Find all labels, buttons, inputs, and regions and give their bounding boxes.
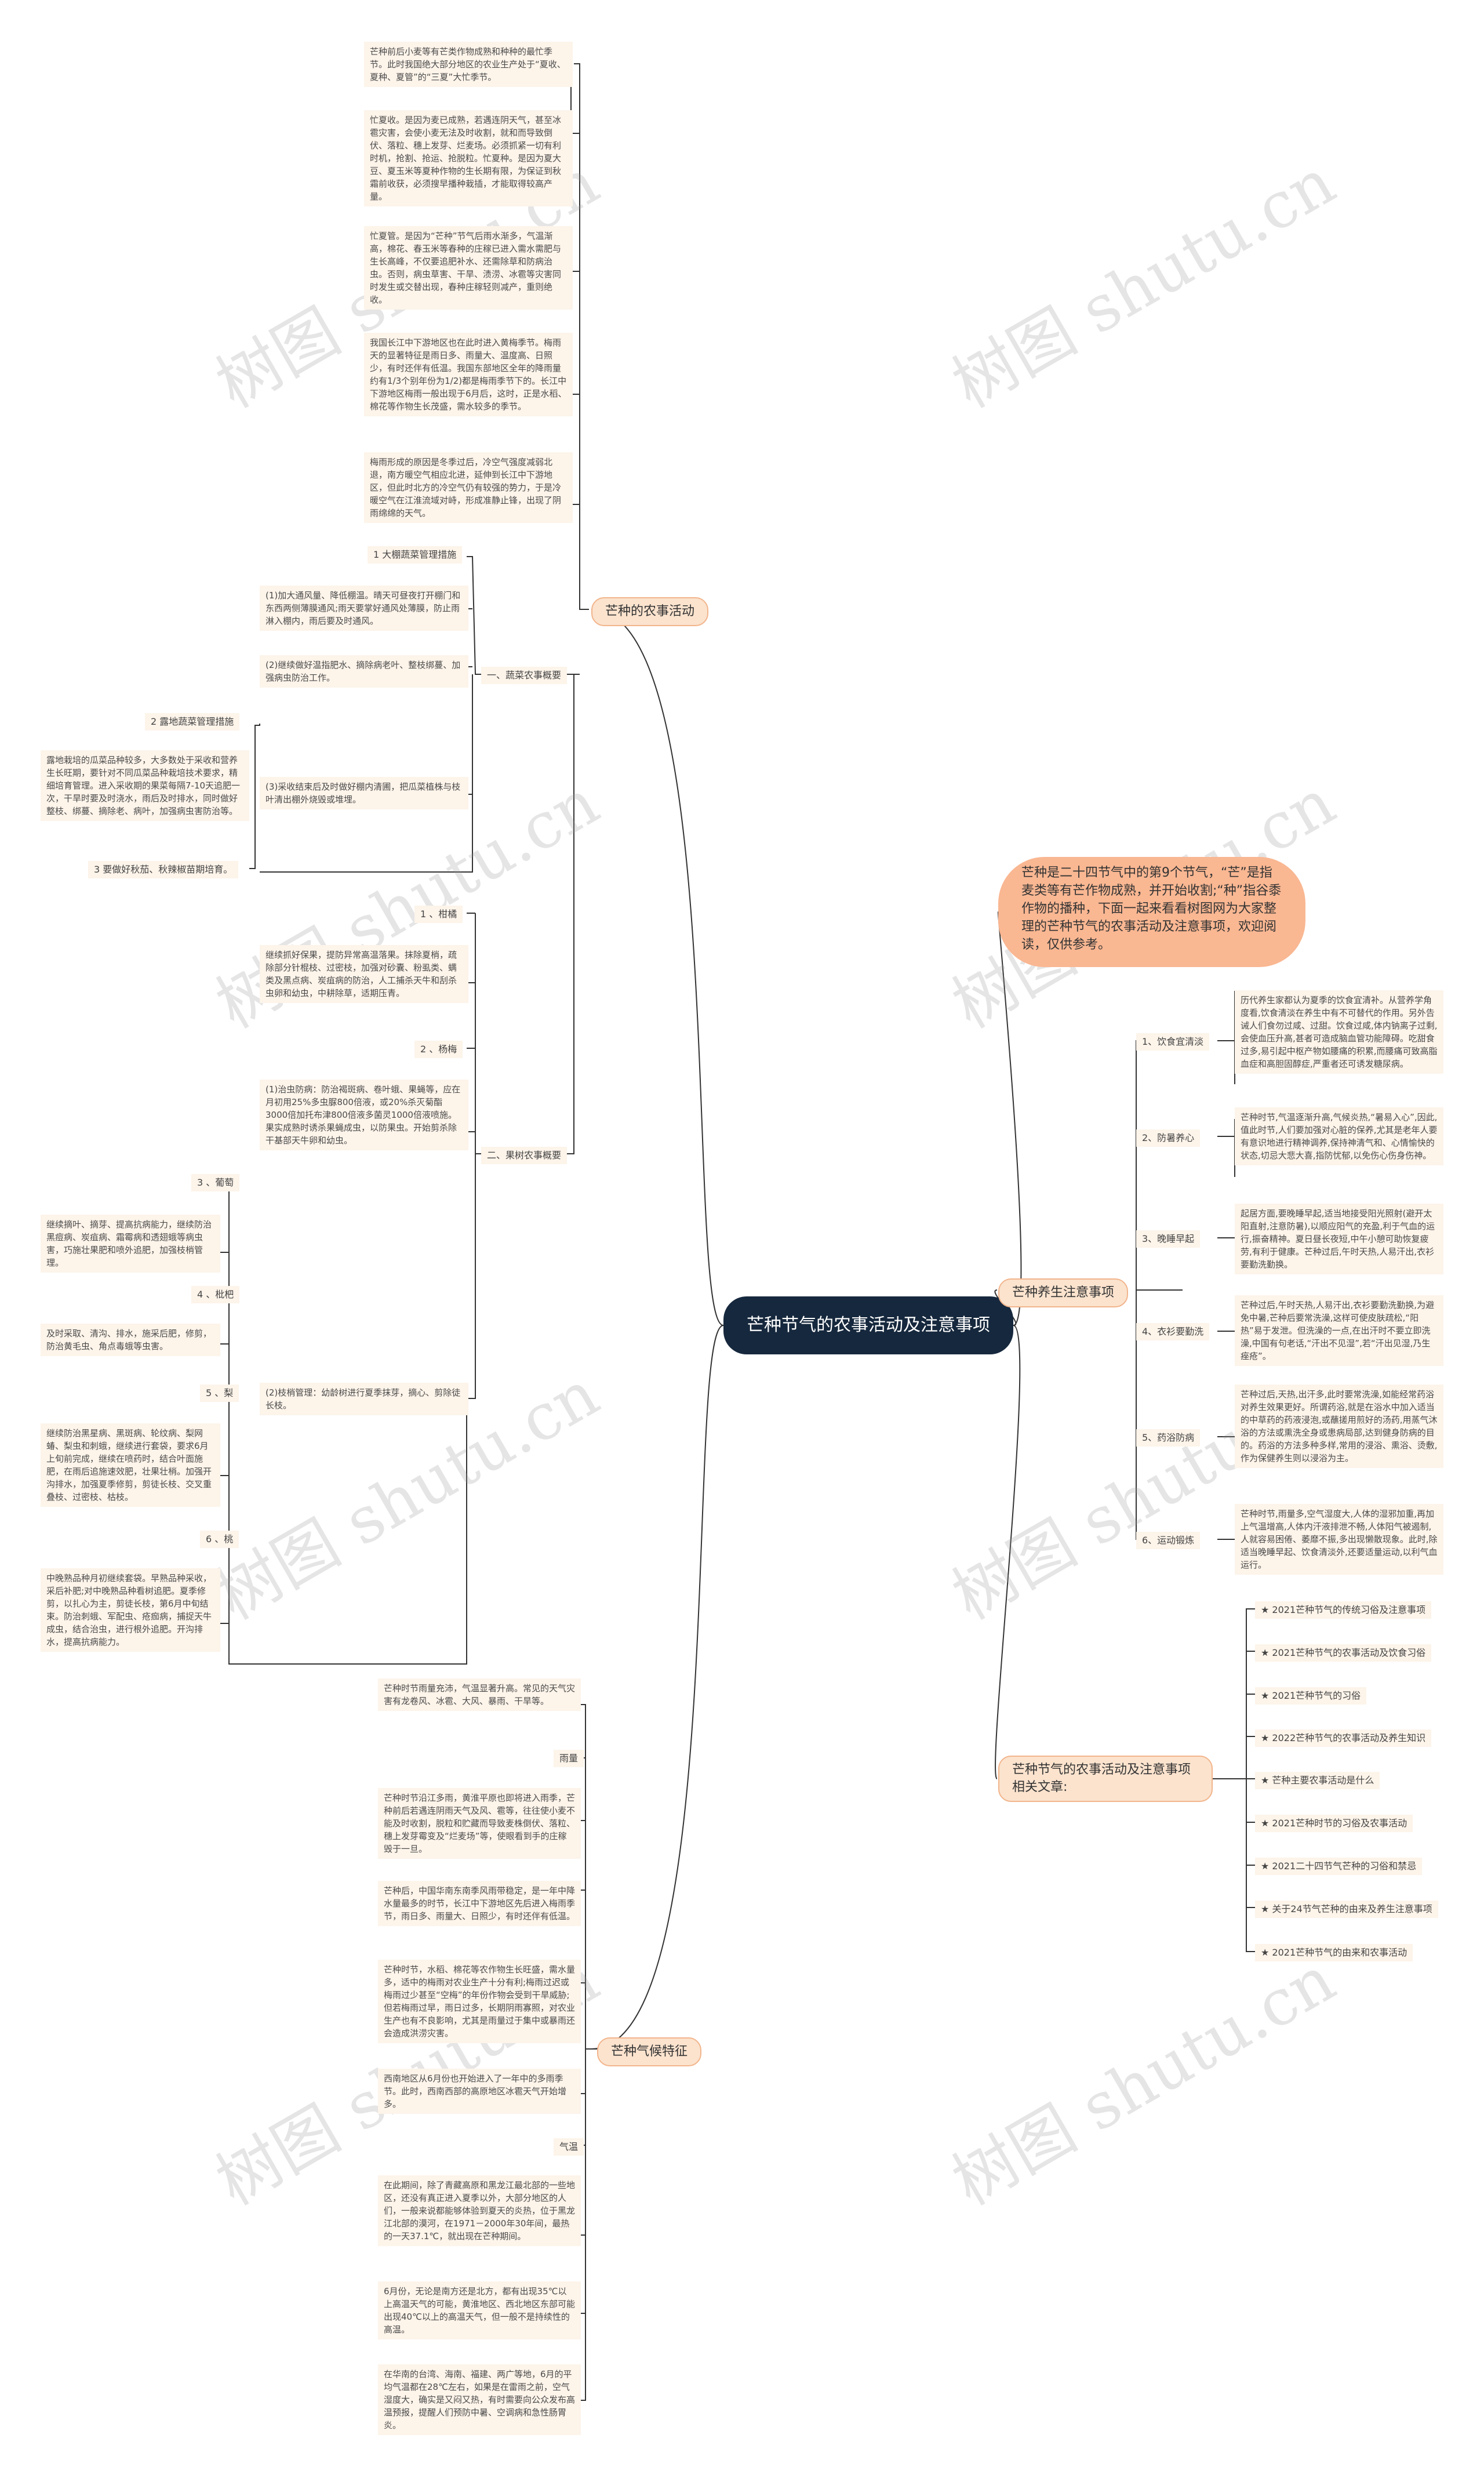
climate-text: 6月份，无论是南方还是北方，都有出现35℃以上高温天气的可能，黄淮地区、西北地区… — [378, 2281, 581, 2339]
farm-paragraph: 芒种前后小麦等有芒类作物成熟和种种的最忙季节。此时我国绝大部分地区的农业生产处于… — [364, 42, 573, 87]
fruit-peach[interactable]: 6 、桃 — [200, 1531, 239, 1548]
health-clothes-text: 芒种过后,午时天热,人易汗出,衣衫要勤洗勤换,为避免中暑,芒种后要常洗澡,这样可… — [1235, 1295, 1443, 1366]
article-link[interactable]: ★ 2021芒种节气的由来和农事活动 — [1255, 1944, 1413, 1961]
health-clothes[interactable]: 4、衣衫要勤洗 — [1136, 1323, 1210, 1340]
farm-paragraph: 忙夏管。是因为“芒种”节气后雨水渐多，气温渐高，棉花、春玉米等春种的庄稼已进入需… — [364, 226, 573, 310]
climate-text: 西南地区从6月份也开始进入了一年中的多雨季节。此时，西南西部的高原地区冰雹天气开… — [378, 2069, 581, 2114]
intro-node[interactable]: 芒种是二十四节气中的第9个节气，“芒”是指麦类等有芒作物成熟，并开始收割;“种”… — [998, 857, 1305, 967]
climate-text: 在华南的台湾、海南、福建、两广等地，6月的平均气温都在28℃左右，如果是在雷雨之… — [378, 2364, 581, 2435]
article-link[interactable]: ★ 芒种主要农事活动是什么 — [1255, 1772, 1380, 1789]
article-link[interactable]: ★ 2021芒种节气的传统习俗及注意事项 — [1255, 1601, 1432, 1619]
article-link[interactable]: ★ 关于24节气芒种的由来及养生注意事项 — [1255, 1901, 1438, 1918]
seedling-note: 3 要做好秋茄、秋辣椒苗期培育。 — [88, 861, 239, 878]
fruit-bayberry-text: (1)治虫防病：防治褐斑病、卷叶蛾、果蝇等，应在月初用25%多虫脲800倍液，或… — [260, 1080, 468, 1150]
farm-paragraph: 我国长江中下游地区也在此时进入黄梅季节。梅雨天的显著特征是雨日多、雨量大、温度高… — [364, 333, 573, 416]
health-sleep[interactable]: 3、晚睡早起 — [1136, 1230, 1201, 1248]
health-exercise-text: 芒种时节,雨量多,空气湿度大,人体的湿邪加重,再加上气温增高,人体内汗液排泄不畅… — [1235, 1504, 1443, 1575]
climate-text: 芒种后，中国华南东南季风雨带稳定，是一年中降水量最多的时节，长江中下游地区先后进… — [378, 1881, 581, 1926]
farm-paragraph: 梅雨形成的原因是冬季过后，冷空气强度减弱北退，南方暖空气相应北进，延伸到长江中下… — [364, 452, 573, 523]
climate-text: 在此期间，除了青藏高原和黑龙江最北部的一些地区，还没有真正进入夏季以外，大部分地… — [378, 2175, 581, 2246]
health-sleep-text: 起居方面,要晚睡早起,适当地接受阳光照射(避开太阳直射,注意防暑),以顺应阳气的… — [1235, 1204, 1443, 1274]
greenhouse-item: (3)采收结束后及时做好棚内清圃，把瓜菜植株与枝叶清出棚外烧毁或堆埋。 — [260, 777, 468, 809]
health-heat-text: 芒种时节,气温逐渐升高,气候炎热,“暑易入心”,因此,值此时节,人们要加强对心脏… — [1235, 1107, 1443, 1165]
open-field-text: 露地栽培的瓜菜品种较多，大多数处于采收和营养生长旺期，要针对不同瓜菜品种栽培技术… — [41, 750, 249, 821]
fruit-pear[interactable]: 5 、梨 — [200, 1385, 239, 1402]
farm-paragraph: 忙夏收。是因为麦已成熟，若遇连阴天气，甚至冰雹灾害，会使小麦无法及时收割，就和而… — [364, 110, 573, 206]
article-link[interactable]: ★ 2021二十四节气芒种的习俗和禁忌 — [1255, 1858, 1423, 1875]
fruit-pear-text: 继续防治黑星病、黑斑病、轮纹病、梨网蝽、梨虫和刺蛾，继续进行套袋，要求6月上旬前… — [41, 1423, 220, 1507]
greenhouse-item: (2)继续做好温指肥水、摘除病老叶、整枝绑蔓、加强病虫防治工作。 — [260, 655, 468, 688]
health-exercise[interactable]: 6、运动锻炼 — [1136, 1532, 1201, 1549]
climate-temp-heading[interactable]: 气温 — [554, 2138, 584, 2156]
health-diet[interactable]: 1、饮食宜清淡 — [1136, 1033, 1210, 1051]
fruit-grape-text: 继续摘叶、摘芽、提高抗病能力，继续防治黑痘病、炭疽病、霜霉病和透翅蛾等病虫害，巧… — [41, 1215, 220, 1273]
greenhouse-heading[interactable]: 1 大棚蔬菜管理措施 — [368, 546, 463, 564]
article-link[interactable]: ★ 2021芒种时节的习俗及农事活动 — [1255, 1815, 1413, 1832]
health-bath[interactable]: 5、药浴防病 — [1136, 1429, 1201, 1447]
fruit-grape[interactable]: 3 、葡萄 — [191, 1174, 240, 1191]
climate-text: 芒种时节沿江多雨，黄淮平原也即将进入雨季，芒种前后若遇连阴雨天气及风、雹等，往往… — [378, 1788, 581, 1859]
climate-text: 芒种时节，水稻、棉花等农作物生长旺盛，需水量多，适中的梅雨对农业生产十分有利;梅… — [378, 1960, 581, 2043]
branch-farm-activities[interactable]: 芒种的农事活动 — [591, 597, 709, 626]
fruit-loquat-text: 及时采取、清沟、排水，施采后肥，修剪，防治黄毛虫、角点毒蛾等虫害。 — [41, 1324, 220, 1356]
greenhouse-item: (1)加大通风量、降低棚温。晴天可昼夜打开棚门和东西两侧薄膜通风;雨天要掌好通风… — [260, 586, 468, 631]
fruit-loquat[interactable]: 4 、枇杷 — [191, 1286, 240, 1303]
vegetable-heading[interactable]: 一、蔬菜农事概要 — [481, 667, 568, 684]
fruit-citrus[interactable]: 1 、柑橘 — [414, 906, 463, 923]
article-link[interactable]: ★ 2021芒种节气的农事活动及饮食习俗 — [1255, 1644, 1432, 1662]
branch-climate[interactable]: 芒种气候特征 — [597, 2037, 702, 2066]
fruit-citrus-text: 继续抓好保果，提防异常高温落果。抹除夏梢，疏除部分针棍枝、过密枝，加强对砂囊、粉… — [260, 945, 468, 1003]
article-link[interactable]: ★ 2021芒种节气的习俗 — [1255, 1687, 1367, 1705]
health-bath-text: 芒种过后,天热,出汗多,此时要常洗澡,如能经常药浴对养生效果更好。所谓药浴,就是… — [1235, 1385, 1443, 1468]
branch-related-articles[interactable]: 芒种节气的农事活动及注意事项相关文章: — [998, 1756, 1213, 1802]
health-diet-text: 历代养生家都认为夏季的饮食宜清补。从营养学角度看,饮食清淡在养生中有不可替代的作… — [1235, 990, 1443, 1074]
health-heat[interactable]: 2、防暑养心 — [1136, 1129, 1201, 1147]
climate-text: 芒种时节雨量充沛，气温显著升高。常见的天气灾害有龙卷风、冰雹、大风、暴雨、干旱等… — [378, 1678, 581, 1711]
central-topic[interactable]: 芒种节气的农事活动及注意事项 — [723, 1296, 1013, 1354]
open-field-heading[interactable]: 2 露地蔬菜管理措施 — [145, 713, 240, 731]
branch-health-tips[interactable]: 芒种养生注意事项 — [998, 1278, 1129, 1307]
climate-rain-heading[interactable]: 雨量 — [554, 1750, 584, 1767]
fruit-bayberry[interactable]: 2 、杨梅 — [414, 1041, 463, 1058]
fruit-peach-text: 中晚熟品种月初继续套袋。早熟品种采收，采后补肥;对中晚熟品种看树追肥。夏季修剪，… — [41, 1568, 220, 1652]
fruit-bayberry-pruning: (2)枝梢管理：幼龄树进行夏季抹芽，摘心、剪除徒长枝。 — [260, 1383, 468, 1415]
fruit-heading[interactable]: 二、果树农事概要 — [481, 1147, 568, 1164]
article-link[interactable]: ★ 2022芒种节气的农事活动及养生知识 — [1255, 1729, 1432, 1747]
